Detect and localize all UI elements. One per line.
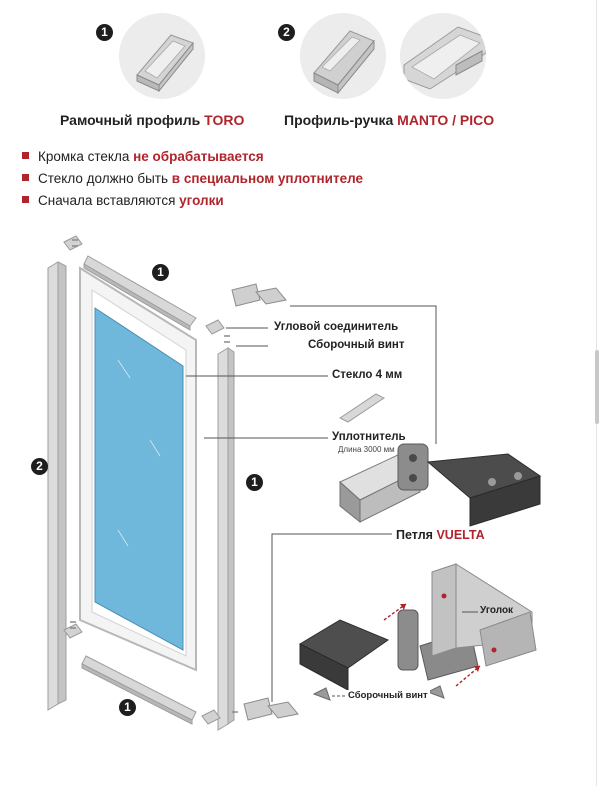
glass-label: Стекло 4 мм [332,369,403,381]
part-number-right-badge: 1 [246,474,263,491]
screw-marks [70,239,238,713]
frame-profile-icon [119,13,205,99]
seal-label: Уплотнитель [332,431,406,443]
frame-profile-caption: Рамочный профиль TORO [60,112,244,128]
frame-profile-name: Рамочный профиль [60,112,201,128]
corner-part-label: Уголок [480,605,514,616]
small-hinge-bottom [243,697,299,721]
leader-lines [186,305,437,702]
scrollbar-thumb[interactable] [595,350,599,424]
rule-highlight: уголки [179,193,224,208]
part-number-left-badge: 2 [31,458,48,475]
left-handle-profile [47,261,67,711]
bullet-square-icon [22,174,29,181]
bottom-frame-profile [81,655,197,725]
rule-text: Сначала вставляются [38,193,176,208]
profile-1-number-badge: 1 [96,24,113,41]
top-frame-profile [83,255,197,331]
glass-pane [94,307,184,651]
rule-highlight: не обрабатывается [133,149,264,164]
handle-profile-detail-icon [400,13,486,99]
small-hinge-top [231,283,287,307]
handle-profile-icon [300,13,386,99]
glass-frame [79,266,197,672]
corner-connectors [63,235,225,725]
handle-profile-caption: Профиль-ручка MANTO / PICO [284,112,494,128]
rule-item: Стекло должно быть в специальном уплотни… [22,171,363,186]
handle-profile-name: Профиль-ручка [284,112,394,128]
rule-item: Сначала вставляются уголки [22,193,224,208]
rule-highlight: в специальном уплотнителе [171,171,363,186]
rule-text: Кромка стекла [38,149,130,164]
assembly-screw-label: Сборочный винт [308,339,405,351]
hinge-brand: VUELTA [436,528,485,542]
part-number-bottom-badge: 1 [119,699,136,716]
hinge-title: Петля VUELTA [396,528,485,542]
profile-2-number-badge: 2 [278,24,295,41]
seal-length-label: Длина 3000 мм [338,445,395,454]
handle-profile-brand: MANTO / PICO [397,112,495,128]
right-frame-profile [217,347,235,731]
rule-text: Стекло должно быть [38,171,168,186]
frame-profile-brand: TORO [204,112,245,128]
hinge-assembly-detail [298,563,537,701]
large-hinge-vuelta [339,443,542,527]
bullet-square-icon [22,152,29,159]
corner-connector-label: Угловой соединитель [274,321,399,333]
part-number-top-badge: 1 [152,264,169,281]
seal-strip [339,393,385,423]
rule-item: Кромка стекла не обрабатывается [22,149,264,164]
hinge-title-text: Петля [396,528,433,542]
hinge-screw-label: Сборочный винт [346,690,430,701]
bullet-square-icon [22,196,29,203]
